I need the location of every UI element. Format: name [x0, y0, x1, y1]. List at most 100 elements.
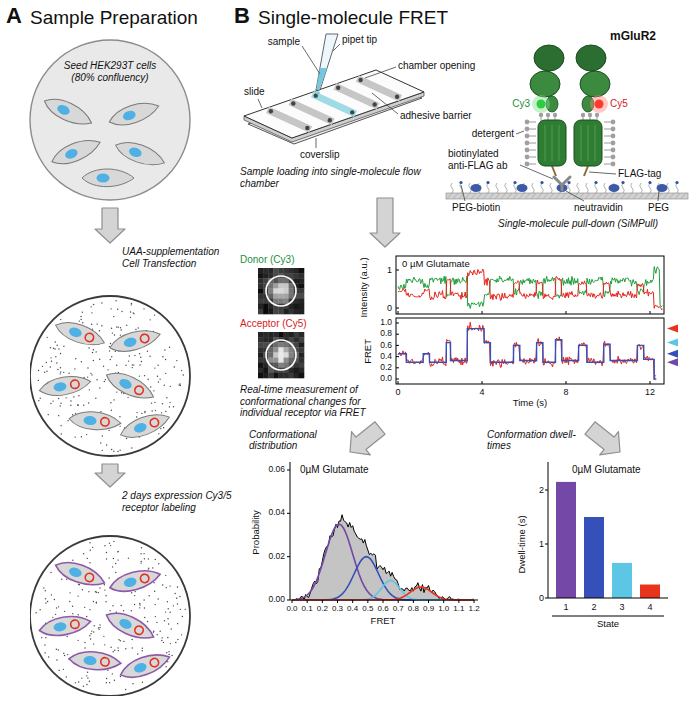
spot-ring [266, 276, 296, 306]
cell-body [108, 326, 163, 356]
stipple-dot [99, 387, 100, 388]
intensity-frame [396, 256, 664, 314]
detergent-tail [604, 150, 611, 151]
cell-body [68, 650, 121, 672]
peg-chain [631, 183, 634, 193]
stipple-dot [45, 590, 46, 591]
stipple-dot [53, 348, 54, 349]
leader-line [258, 99, 262, 108]
node-caption: 0µM Glutamate [300, 464, 400, 476]
pixel [268, 288, 273, 293]
stipple-dot [138, 327, 139, 328]
pixel [278, 288, 283, 293]
axis-line [548, 598, 668, 599]
pixel [289, 332, 294, 337]
stipple-dot [152, 567, 153, 568]
stipple-dot [45, 602, 46, 603]
channel-label: Acceptor (Cy5) [240, 318, 307, 330]
stipple-dot [63, 345, 64, 346]
receptor-marker [149, 657, 160, 668]
stipple-dot [63, 652, 64, 653]
stipple-dot [72, 414, 73, 415]
chamber-hole [305, 126, 309, 130]
surface-hatch [621, 193, 626, 199]
axis-line [290, 462, 291, 600]
detergent-tail [604, 122, 611, 123]
medium-stipple [35, 541, 186, 690]
pixel [284, 352, 289, 357]
stipple-dot [130, 311, 131, 312]
pixel [273, 347, 278, 352]
pixel [278, 309, 283, 314]
tick [566, 381, 567, 384]
node-caption: Seed HEK293T cells (80% confluency) [55, 60, 165, 83]
detergent-tail [604, 136, 611, 137]
sample-drop [316, 91, 320, 95]
stipple-dot [104, 545, 105, 546]
culture-dish: 2 days expression Cy3/5 receptor labelin… [30, 490, 226, 696]
transmembrane-domain [574, 120, 602, 166]
surface-hatch [591, 193, 596, 199]
stipple-dot [117, 551, 118, 552]
stipple-dot [158, 381, 159, 382]
cell [117, 649, 172, 683]
flow-arrow [585, 422, 620, 455]
stipple-dot [42, 366, 43, 367]
stipple-dot [143, 599, 144, 600]
channel-label: Donor (Cy3) [240, 254, 294, 266]
stipple-dot [59, 373, 60, 374]
stipple-dot [154, 604, 155, 605]
node-caption: Sample loading into single-molecule flow… [240, 166, 440, 189]
detergent-head [525, 162, 530, 167]
tick [545, 490, 548, 491]
receptor-marker [84, 332, 95, 343]
pixel [284, 278, 289, 283]
surface-hatch [669, 193, 674, 199]
cell [68, 410, 121, 432]
stipple-dot [119, 416, 120, 417]
stipple-dot [90, 373, 91, 374]
stipple-dot [74, 436, 75, 437]
biotin [459, 181, 462, 184]
stipple-dot [92, 547, 93, 548]
chamber-hole [372, 102, 376, 106]
stipple-dot [75, 413, 76, 414]
stipple-dot [131, 303, 132, 304]
flow-channel [268, 110, 311, 130]
tick-label: 0.2 [317, 604, 328, 613]
pixel [258, 288, 263, 293]
stipple-dot [126, 325, 127, 326]
tick [545, 544, 548, 545]
axis-title: Intensity (a.u.) [359, 257, 370, 317]
stipple-dot [93, 631, 94, 632]
stipple-dot [168, 651, 169, 652]
surface-hatch [501, 193, 506, 199]
stipple-dot [83, 685, 84, 686]
stipple-dot [77, 404, 78, 405]
state-marker [667, 339, 678, 347]
state-marker [667, 358, 678, 366]
surface-hatch [615, 193, 620, 199]
stipple-dot [168, 608, 169, 609]
pixel [258, 299, 263, 304]
stipple-dot [117, 309, 118, 310]
stipple-dot [112, 605, 113, 606]
pixel [299, 332, 304, 337]
stipple-dot [44, 644, 45, 645]
stipple-dot [128, 360, 129, 361]
peg-chain [550, 183, 553, 193]
stipple-dot [154, 591, 155, 592]
stipple-dot [87, 672, 88, 673]
tick-label: 1.0 [438, 604, 449, 613]
stipple-dot [118, 650, 119, 651]
stipple-dot [125, 365, 126, 366]
tick [287, 469, 290, 470]
stipple-dot [154, 402, 155, 403]
pixel [273, 268, 278, 273]
stipple-dot [77, 640, 78, 641]
detergent-tail [529, 143, 536, 144]
nucleus [68, 566, 83, 579]
dwell-bar [612, 563, 632, 598]
idealized-fret [398, 329, 656, 379]
tick [396, 379, 399, 380]
